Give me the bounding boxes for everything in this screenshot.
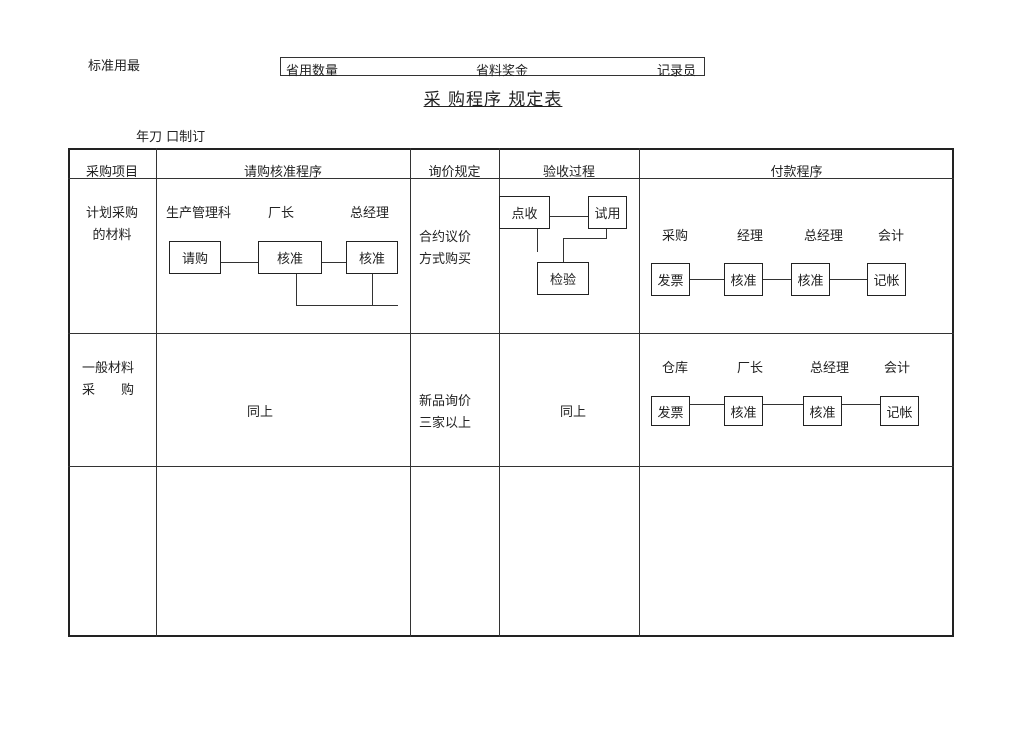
flow-connector bbox=[842, 404, 880, 405]
same-as-above: 同上 bbox=[247, 405, 274, 420]
flow-label: 会计 bbox=[878, 229, 905, 244]
flow-box: 发票 bbox=[651, 263, 690, 296]
flow-label: 总经理 bbox=[804, 229, 844, 244]
flow-label: 会计 bbox=[884, 361, 911, 376]
flow-label: 经理 bbox=[737, 229, 764, 244]
page-title: 采 购程序 规定表 bbox=[423, 90, 563, 110]
flow-label: 生产管理科 bbox=[166, 206, 232, 221]
header-box-item: 记录员 bbox=[657, 64, 697, 79]
flow-box: 核准 bbox=[258, 241, 322, 274]
flow-connector bbox=[830, 279, 867, 280]
flow-label: 仓库 bbox=[662, 361, 689, 376]
flow-box: 记帐 bbox=[867, 263, 906, 296]
header-box: 省用数量 省料奖金 记录员 bbox=[280, 57, 705, 79]
column-divider bbox=[639, 148, 640, 637]
inquiry-line: 方式购买 bbox=[419, 252, 472, 267]
header-box-item: 省料奖金 bbox=[476, 64, 529, 79]
column-divider bbox=[156, 148, 157, 637]
row-item: 一般材料 采 购 bbox=[82, 358, 134, 402]
procedure-table bbox=[68, 148, 954, 637]
column-divider bbox=[499, 148, 500, 637]
flow-connector bbox=[220, 262, 258, 263]
flow-label: 厂长 bbox=[737, 361, 764, 376]
header-box-item: 省用数量 bbox=[286, 64, 339, 79]
flow-connector bbox=[606, 229, 607, 239]
inquiry-line: 新品询价 bbox=[419, 394, 472, 409]
flow-box: 试用 bbox=[588, 196, 627, 229]
row-divider bbox=[68, 466, 954, 467]
flow-box: 核准 bbox=[724, 263, 763, 296]
flow-box: 请购 bbox=[169, 241, 221, 274]
flow-connector bbox=[537, 229, 538, 252]
same-as-above: 同上 bbox=[560, 405, 587, 420]
flow-box: 点收 bbox=[499, 196, 550, 229]
date-note: 年刀 口制订 bbox=[136, 130, 206, 145]
column-header: 询价规定 bbox=[428, 165, 481, 180]
flow-box: 核准 bbox=[346, 241, 398, 274]
flow-connector bbox=[372, 273, 373, 305]
flow-box: 发票 bbox=[651, 396, 690, 426]
column-header: 请购核准程序 bbox=[243, 165, 322, 180]
flow-connector bbox=[296, 305, 398, 306]
flow-connector bbox=[549, 216, 588, 217]
flow-box: 记帐 bbox=[880, 396, 919, 426]
column-header: 付款程序 bbox=[770, 165, 823, 180]
row-item: 计划采购 的材料 bbox=[68, 203, 156, 247]
flow-box: 检验 bbox=[537, 262, 589, 295]
column-header: 验收过程 bbox=[542, 165, 595, 180]
inquiry-line: 三家以上 bbox=[419, 416, 472, 431]
flow-label: 总经理 bbox=[350, 206, 390, 221]
row-divider bbox=[68, 333, 954, 334]
row-item-line: 采 购 bbox=[82, 383, 135, 398]
flow-box: 核准 bbox=[803, 396, 842, 426]
row-item-line: 计划采购 bbox=[85, 206, 138, 221]
flow-connector bbox=[296, 273, 297, 305]
row-divider bbox=[68, 178, 954, 179]
flow-connector bbox=[763, 404, 803, 405]
inquiry-text: 新品询价 三家以上 bbox=[419, 391, 471, 435]
flow-connector bbox=[322, 262, 347, 263]
row-item-line: 的材料 bbox=[92, 228, 132, 243]
flow-box: 核准 bbox=[791, 263, 830, 296]
column-header: 采购项目 bbox=[85, 165, 138, 180]
flow-label: 采购 bbox=[662, 229, 689, 244]
inquiry-text: 合约议价 方式购买 bbox=[419, 227, 471, 271]
flow-connector bbox=[690, 404, 724, 405]
column-divider bbox=[410, 148, 411, 637]
flow-connector bbox=[690, 279, 724, 280]
flow-connector bbox=[563, 238, 606, 239]
flow-connector bbox=[763, 279, 791, 280]
row-item-line: 一般材料 bbox=[82, 361, 135, 376]
header-label: 标准用最 bbox=[88, 59, 141, 74]
flow-label: 厂长 bbox=[268, 206, 295, 221]
inquiry-line: 合约议价 bbox=[419, 230, 472, 245]
flow-label: 总经理 bbox=[810, 361, 850, 376]
flow-connector bbox=[563, 238, 564, 262]
flow-box: 核准 bbox=[724, 396, 763, 426]
